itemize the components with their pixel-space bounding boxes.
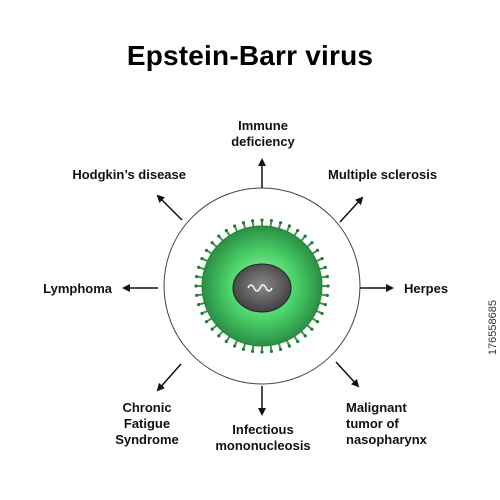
spike-tip xyxy=(325,275,329,279)
spike-tip xyxy=(303,234,307,238)
diagram-title: Epstein-Barr virus xyxy=(126,40,374,71)
spike-tip xyxy=(315,248,320,252)
spike-tip xyxy=(241,221,246,225)
spike-tip xyxy=(194,284,198,288)
spike-tip xyxy=(278,347,283,351)
spike-tip xyxy=(197,302,201,307)
arrow-malignant xyxy=(335,361,360,388)
spike-tip xyxy=(323,302,327,307)
spike-tip xyxy=(269,349,273,353)
spike-tip xyxy=(326,284,330,288)
viral-nucleus xyxy=(232,263,292,313)
spike-tip xyxy=(278,221,283,225)
spike-tip xyxy=(195,293,199,297)
label-herpes: Herpes xyxy=(404,281,449,296)
spike-tip xyxy=(287,344,292,348)
spike-tip xyxy=(310,327,314,331)
spike-tip xyxy=(204,320,209,324)
spike-tip xyxy=(200,256,204,261)
label-multiple-sclerosis: Multiple sclerosis xyxy=(328,167,438,182)
label-lymphoma: Lymphoma xyxy=(43,281,112,296)
spike-tip xyxy=(217,334,221,338)
spike-tip xyxy=(200,311,204,316)
spike-tip xyxy=(232,224,237,228)
spike-tip xyxy=(241,347,246,351)
spike-tip xyxy=(296,228,300,233)
spike-tip xyxy=(251,219,255,223)
spike-tip xyxy=(210,327,214,331)
spike-tip xyxy=(320,311,324,316)
spike-tip xyxy=(251,349,255,353)
spike-tip xyxy=(217,234,221,238)
spike-tip xyxy=(296,339,300,344)
spike-tip xyxy=(323,265,327,270)
spike-tip xyxy=(325,293,329,297)
spike-tip xyxy=(303,334,307,338)
spike-tip xyxy=(287,224,292,228)
spike-tip xyxy=(210,241,214,245)
spike-tip xyxy=(197,265,201,270)
dna-strand xyxy=(247,284,273,292)
arrow-hodgkin xyxy=(156,194,183,221)
spike-tip xyxy=(310,241,314,245)
spike-tip xyxy=(204,248,209,252)
arrow-multiple-sclerosis xyxy=(339,196,364,223)
spike-tip xyxy=(269,219,273,223)
spike-tip xyxy=(320,256,324,261)
spike-tip xyxy=(315,320,320,324)
spike-tip xyxy=(232,344,237,348)
label-hodgkins-disease: Hodgkin’s disease xyxy=(72,167,186,182)
spike-tip xyxy=(224,228,228,233)
spike-tip xyxy=(260,350,264,354)
spike-tip xyxy=(224,339,228,344)
stock-id: 176558685 xyxy=(487,300,499,356)
spike-tip xyxy=(260,218,264,222)
spike-tip xyxy=(195,275,199,279)
arrow-chronic xyxy=(156,363,182,392)
